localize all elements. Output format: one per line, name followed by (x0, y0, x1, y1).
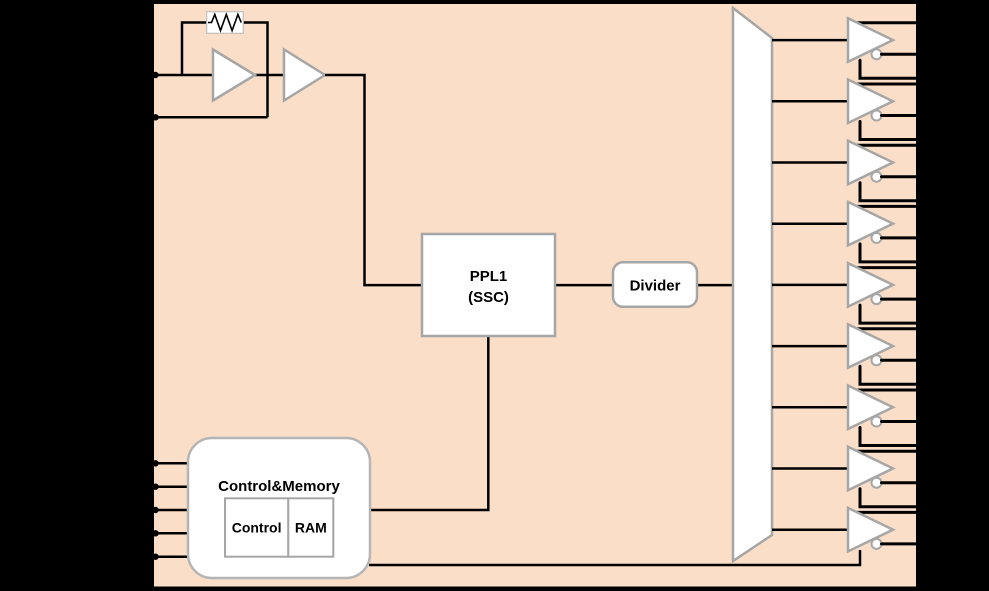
control-memory-title: Control&Memory (218, 478, 340, 495)
pin-dot (152, 460, 159, 467)
resistor-icon (206, 11, 244, 34)
control-label: Control (232, 520, 282, 536)
pll-label-line1: PPL1 (470, 268, 508, 285)
xin-pin-dot (152, 71, 159, 79)
pin-dot (152, 506, 159, 514)
pin-dot (152, 483, 159, 490)
distribution-trapezoid (731, 5, 774, 564)
pll-input-wire (325, 73, 422, 287)
xout-pin-dot (152, 114, 159, 121)
divider-label: Divider (630, 278, 681, 295)
control-memory-block: Control&Memory Control RAM (186, 436, 372, 580)
pll-box (420, 232, 557, 338)
divider-box (611, 261, 699, 309)
pin-dot (152, 530, 159, 537)
control-input-pins (152, 460, 190, 560)
crystal-amplifier1-icon (211, 47, 258, 103)
output-buffer-bank (369, 16, 921, 567)
ram-label: RAM (295, 520, 327, 536)
pin-dot (152, 553, 159, 560)
control-to-pll-wire (369, 336, 490, 512)
pll-label-line2: (SSC) (468, 289, 509, 306)
buffer9-to-control-wire (369, 550, 862, 567)
control-box (224, 497, 290, 558)
crystal-amplifier2-icon (282, 47, 328, 103)
ram-box (287, 497, 335, 558)
